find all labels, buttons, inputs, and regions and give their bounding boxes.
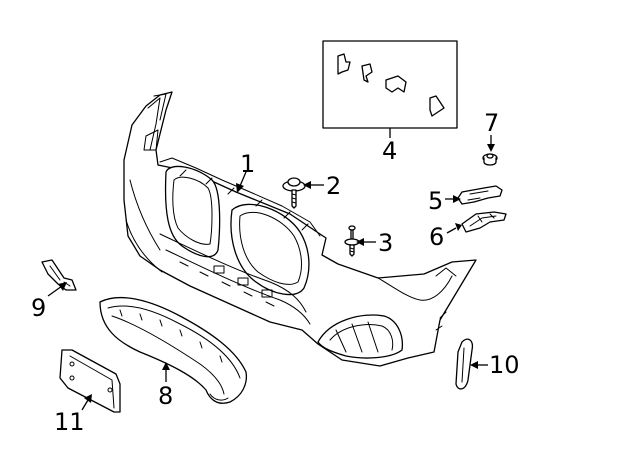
callout-7: 7 xyxy=(484,109,499,137)
callout-labels: 1 2 3 4 5 6 7 8 9 10 11 xyxy=(31,109,520,436)
callout-8: 8 xyxy=(158,382,173,410)
small-left-bracket xyxy=(41,259,77,291)
callout-4: 4 xyxy=(382,137,397,165)
callout-10: 10 xyxy=(489,351,520,379)
clip-nut xyxy=(482,153,498,166)
bracket-c-icon xyxy=(385,75,407,93)
screw-washer xyxy=(282,177,306,209)
license-bracket xyxy=(59,349,121,413)
bracket-a-icon xyxy=(337,53,351,75)
callout-3: 3 xyxy=(378,229,393,257)
lower-deflector xyxy=(99,296,248,404)
upper-bracket xyxy=(457,185,503,205)
leader-lines xyxy=(47,128,495,411)
callout-6: 6 xyxy=(429,223,444,251)
bracket-b-icon xyxy=(361,63,373,83)
bracket-d-icon xyxy=(429,95,445,117)
side-reflector xyxy=(455,338,474,390)
callout-11: 11 xyxy=(54,408,85,436)
callout-5: 5 xyxy=(428,187,443,215)
callout-1: 1 xyxy=(240,150,255,178)
callout-2: 2 xyxy=(326,172,341,200)
lower-bracket xyxy=(461,211,507,233)
bracket-kit-box xyxy=(322,40,458,129)
screw xyxy=(344,225,360,257)
callout-9: 9 xyxy=(31,294,46,322)
bumper-cover xyxy=(123,91,477,367)
